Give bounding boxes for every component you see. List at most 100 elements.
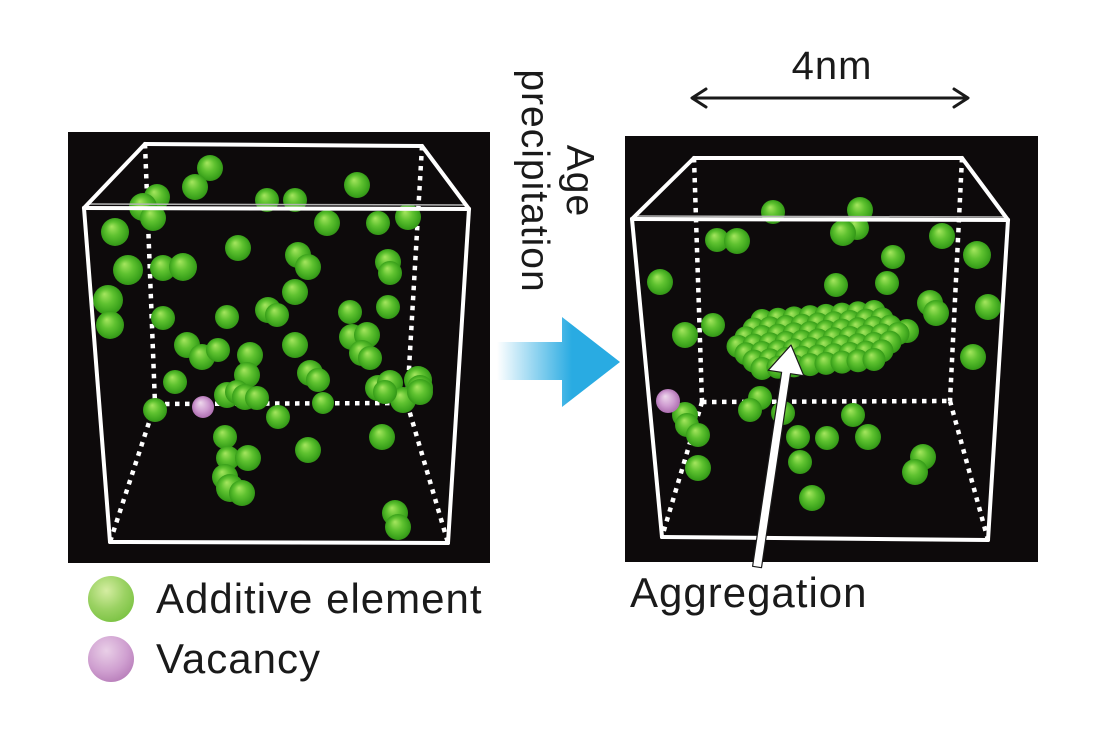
additive-element-sphere: [96, 311, 124, 339]
cube-edge-solid: [660, 535, 990, 542]
additive-element-sphere: [963, 241, 991, 269]
cube-edge-solid: [82, 142, 147, 210]
additive-element-sphere: [169, 253, 197, 281]
additive-element-sphere: [215, 305, 239, 329]
cube-edge-solid: [108, 540, 450, 545]
transition-label-line1: Age: [558, 144, 601, 218]
additive-element-sphere: [282, 279, 308, 305]
aggregation-label: Aggregation: [630, 569, 868, 616]
cube-edge-solid: [420, 144, 471, 211]
cube-edge-solid: [630, 156, 696, 221]
legend: Additive element Vacancy: [88, 575, 548, 682]
additive-element-sphere: [929, 223, 955, 249]
additive-element-sphere: [685, 455, 711, 481]
legend-label-additive-element: Additive element: [156, 575, 483, 622]
additive-element-sphere: [113, 255, 143, 285]
transition-label: Age precipitation: [512, 36, 602, 326]
additive-element-sphere: [686, 423, 710, 447]
cube-edge-solid: [82, 206, 471, 211]
additive-element-sphere: [881, 245, 905, 269]
additive-element-sphere: [376, 295, 400, 319]
cube-edge-solid: [960, 156, 1010, 222]
additive-element-sphere: [255, 188, 279, 212]
legend-item-vacancy: Vacancy: [88, 635, 548, 682]
transition-label-line2: precipitation: [513, 69, 556, 293]
additive-element-sphere: [373, 380, 397, 404]
additive-element-sphere: [960, 344, 986, 370]
additive-element-sphere: [197, 155, 223, 181]
aggregation-arrow-icon: [751, 344, 805, 569]
cube-edge-solid: [143, 142, 424, 148]
additive-element-sphere: [143, 398, 167, 422]
additive-element-sphere: [344, 172, 370, 198]
additive-element-sphere: [799, 485, 825, 511]
additive-element-sphere: [151, 306, 175, 330]
additive-element-sphere: [206, 338, 230, 362]
additive-element-sphere: [338, 300, 362, 324]
additive-element-sphere: [295, 437, 321, 463]
cube-edge-shadow: [633, 215, 1007, 218]
additive-element-sphere: [705, 228, 729, 252]
legend-item-additive-element: Additive element: [88, 575, 548, 622]
additive-element-sphere: [229, 480, 255, 506]
cube-edge-dashed: [142, 143, 158, 405]
additive-element-sphere: [738, 398, 762, 422]
additive-element-sphere: [830, 220, 856, 246]
cube-edge-solid: [630, 217, 664, 539]
scale-bar-label: 4nm: [791, 44, 873, 88]
additive-element-sphere: [245, 386, 269, 410]
additive-element-sphere: [266, 405, 290, 429]
additive-element-sphere: [150, 255, 176, 281]
additive-element-sphere: [672, 322, 698, 348]
additive-element-sphere: [358, 346, 382, 370]
vacancy-sphere-icon: [88, 636, 134, 682]
additive-element-sphere: [306, 368, 330, 392]
additive-element-sphere: [975, 294, 1001, 320]
additive-element-sphere: [314, 210, 340, 236]
vacancy-sphere: [656, 389, 680, 413]
scale-arrow-head-right-icon: [952, 87, 970, 109]
additive-element-sphere: [101, 218, 129, 246]
additive-element-sphere: [283, 188, 307, 212]
additive-element-sphere: [295, 254, 321, 280]
additive-element-sphere-icon: [88, 576, 134, 622]
additive-element-sphere: [235, 445, 261, 471]
additive-element-sphere: [786, 425, 810, 449]
additive-element-sphere: [407, 379, 433, 405]
additive-element-sphere: [163, 370, 187, 394]
additive-element-sphere: [93, 285, 123, 315]
additive-element-sphere: [225, 235, 251, 261]
additive-element-sphere: [841, 403, 865, 427]
cube-edge-dashed: [404, 402, 451, 544]
simulation-box-before: [68, 132, 490, 563]
cube-edge-shadow: [85, 203, 469, 206]
additive-element-sphere: [182, 174, 208, 200]
additive-element-sphere: [312, 392, 334, 414]
additive-element-sphere: [216, 446, 240, 470]
age-precipitation-arrow-icon: [497, 317, 620, 407]
additive-element-sphere: [788, 450, 812, 474]
cube-edge-dashed: [404, 145, 425, 404]
additive-element-sphere: [701, 313, 725, 337]
additive-element-sphere: [282, 332, 308, 358]
additive-element-sphere: [855, 424, 881, 450]
cube-edge-dashed: [947, 157, 965, 402]
cube-edge-solid: [986, 218, 1010, 542]
cube-edge-dashed: [947, 400, 991, 541]
additive-element-sphere: [875, 271, 899, 295]
additive-element-sphere: [923, 300, 949, 326]
additive-element-sphere: [647, 269, 673, 295]
cube-edge-solid: [630, 217, 1010, 222]
additive-element-sphere: [369, 424, 395, 450]
cube-edge-solid: [82, 206, 112, 544]
cube-edge-dashed: [691, 157, 705, 403]
additive-element-sphere: [140, 205, 166, 231]
additive-element-sphere: [724, 228, 750, 254]
cube-edge-dashed: [107, 403, 158, 543]
additive-element-sphere: [237, 342, 263, 368]
additive-element-sphere: [902, 459, 928, 485]
additive-element-sphere: [378, 261, 402, 285]
legend-label-vacancy: Vacancy: [156, 635, 321, 682]
